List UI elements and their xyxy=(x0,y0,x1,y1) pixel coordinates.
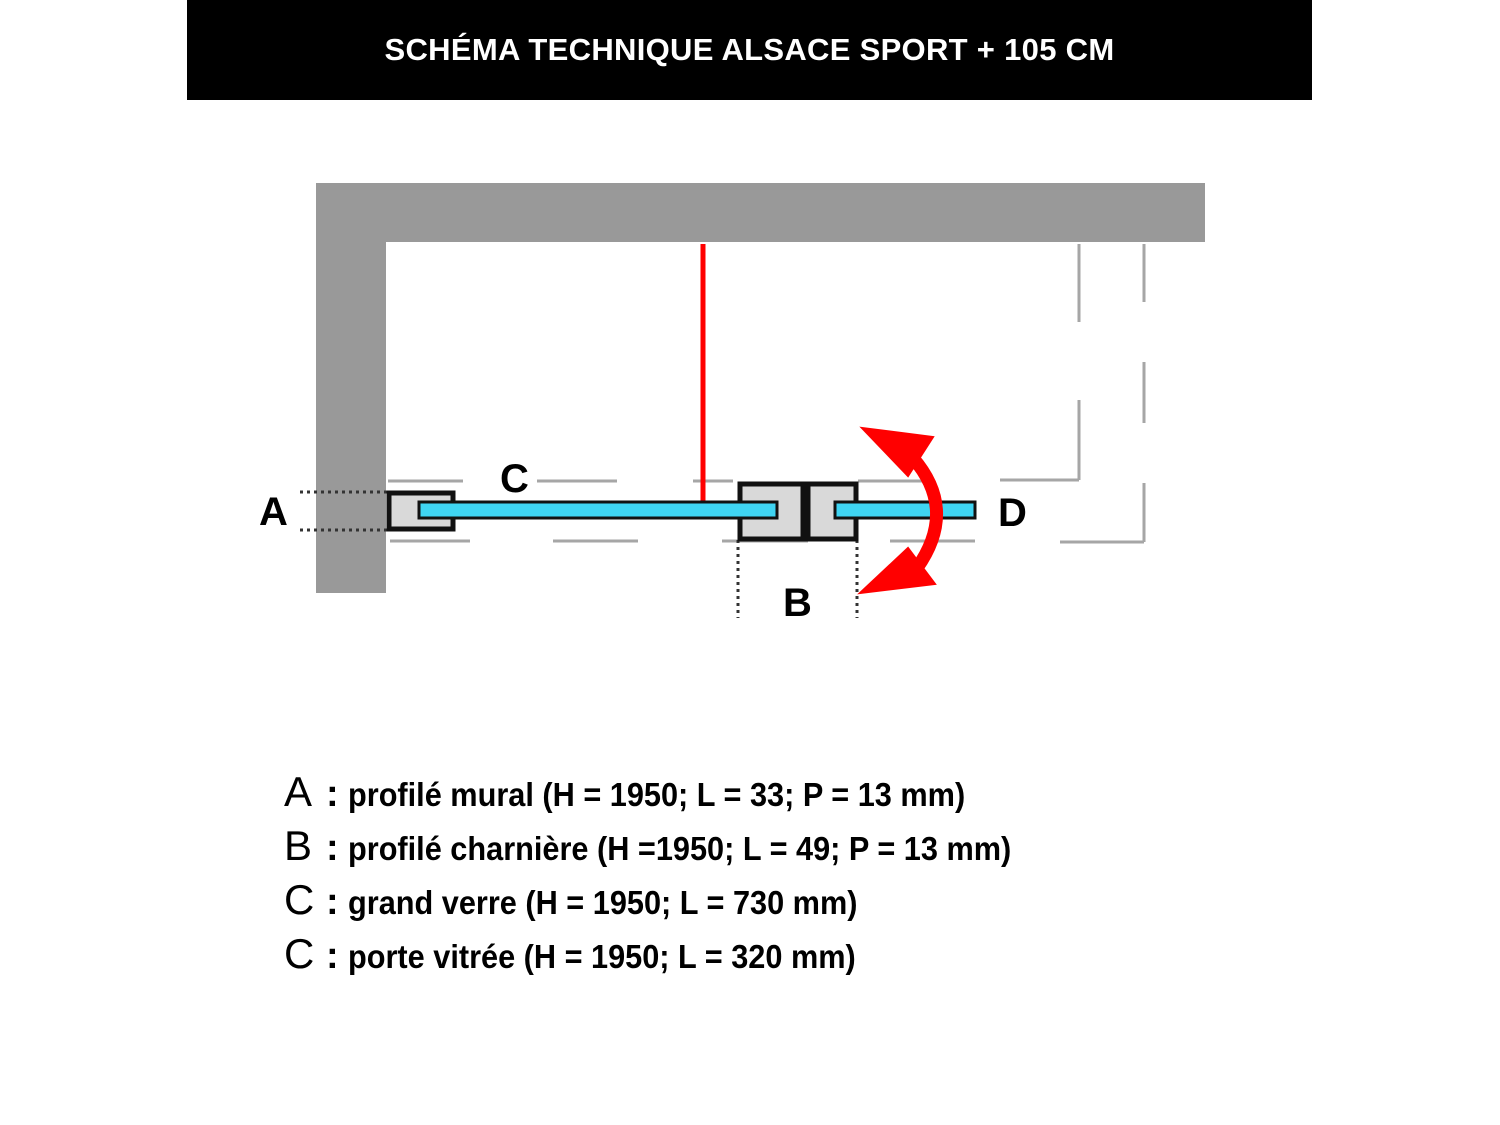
shower-technical-diagram: A C D B xyxy=(259,183,1205,625)
legend-text: grand verre (H = 1950; L = 730 mm) xyxy=(348,884,858,921)
legend-text: profilé charnière (H =1950; L = 49; P = … xyxy=(348,830,1012,867)
title-banner: SCHÉMA TECHNIQUE ALSACE SPORT + 105 CM xyxy=(187,0,1312,100)
legend-text: porte vitrée (H = 1950; L = 320 mm) xyxy=(348,938,856,975)
legend-item: C : grand verre (H = 1950; L = 730 mm) xyxy=(284,876,1061,930)
legend-separator: : xyxy=(326,881,339,923)
legend-key: C xyxy=(284,876,315,923)
page-title: SCHÉMA TECHNIQUE ALSACE SPORT + 105 CM xyxy=(384,32,1115,67)
label-a: A xyxy=(259,490,288,534)
legend-item: C : porte vitrée (H = 1950; L = 320 mm) xyxy=(284,930,1061,984)
legend-text: profilé mural (H = 1950; L = 33; P = 13 … xyxy=(348,776,966,813)
legend-separator: : xyxy=(326,773,339,815)
swing-arrow-icon xyxy=(857,426,943,595)
label-c: C xyxy=(500,457,529,501)
legend-key: C xyxy=(284,930,315,977)
legend: A : profilé mural (H = 1950; L = 33; P =… xyxy=(284,768,1061,984)
label-d: D xyxy=(998,491,1027,535)
legend-item: A : profilé mural (H = 1950; L = 33; P =… xyxy=(284,768,1061,822)
door-glass-d xyxy=(833,500,977,520)
wall xyxy=(316,183,1205,593)
dimension-lines xyxy=(300,490,859,618)
label-b: B xyxy=(783,581,812,625)
legend-key: B xyxy=(284,822,313,869)
legend-separator: : xyxy=(326,827,339,869)
legend-item: B : profilé charnière (H =1950; L = 49; … xyxy=(284,822,1061,876)
legend-separator: : xyxy=(326,935,339,977)
legend-key: A xyxy=(284,768,313,815)
large-glass-c xyxy=(417,500,779,520)
